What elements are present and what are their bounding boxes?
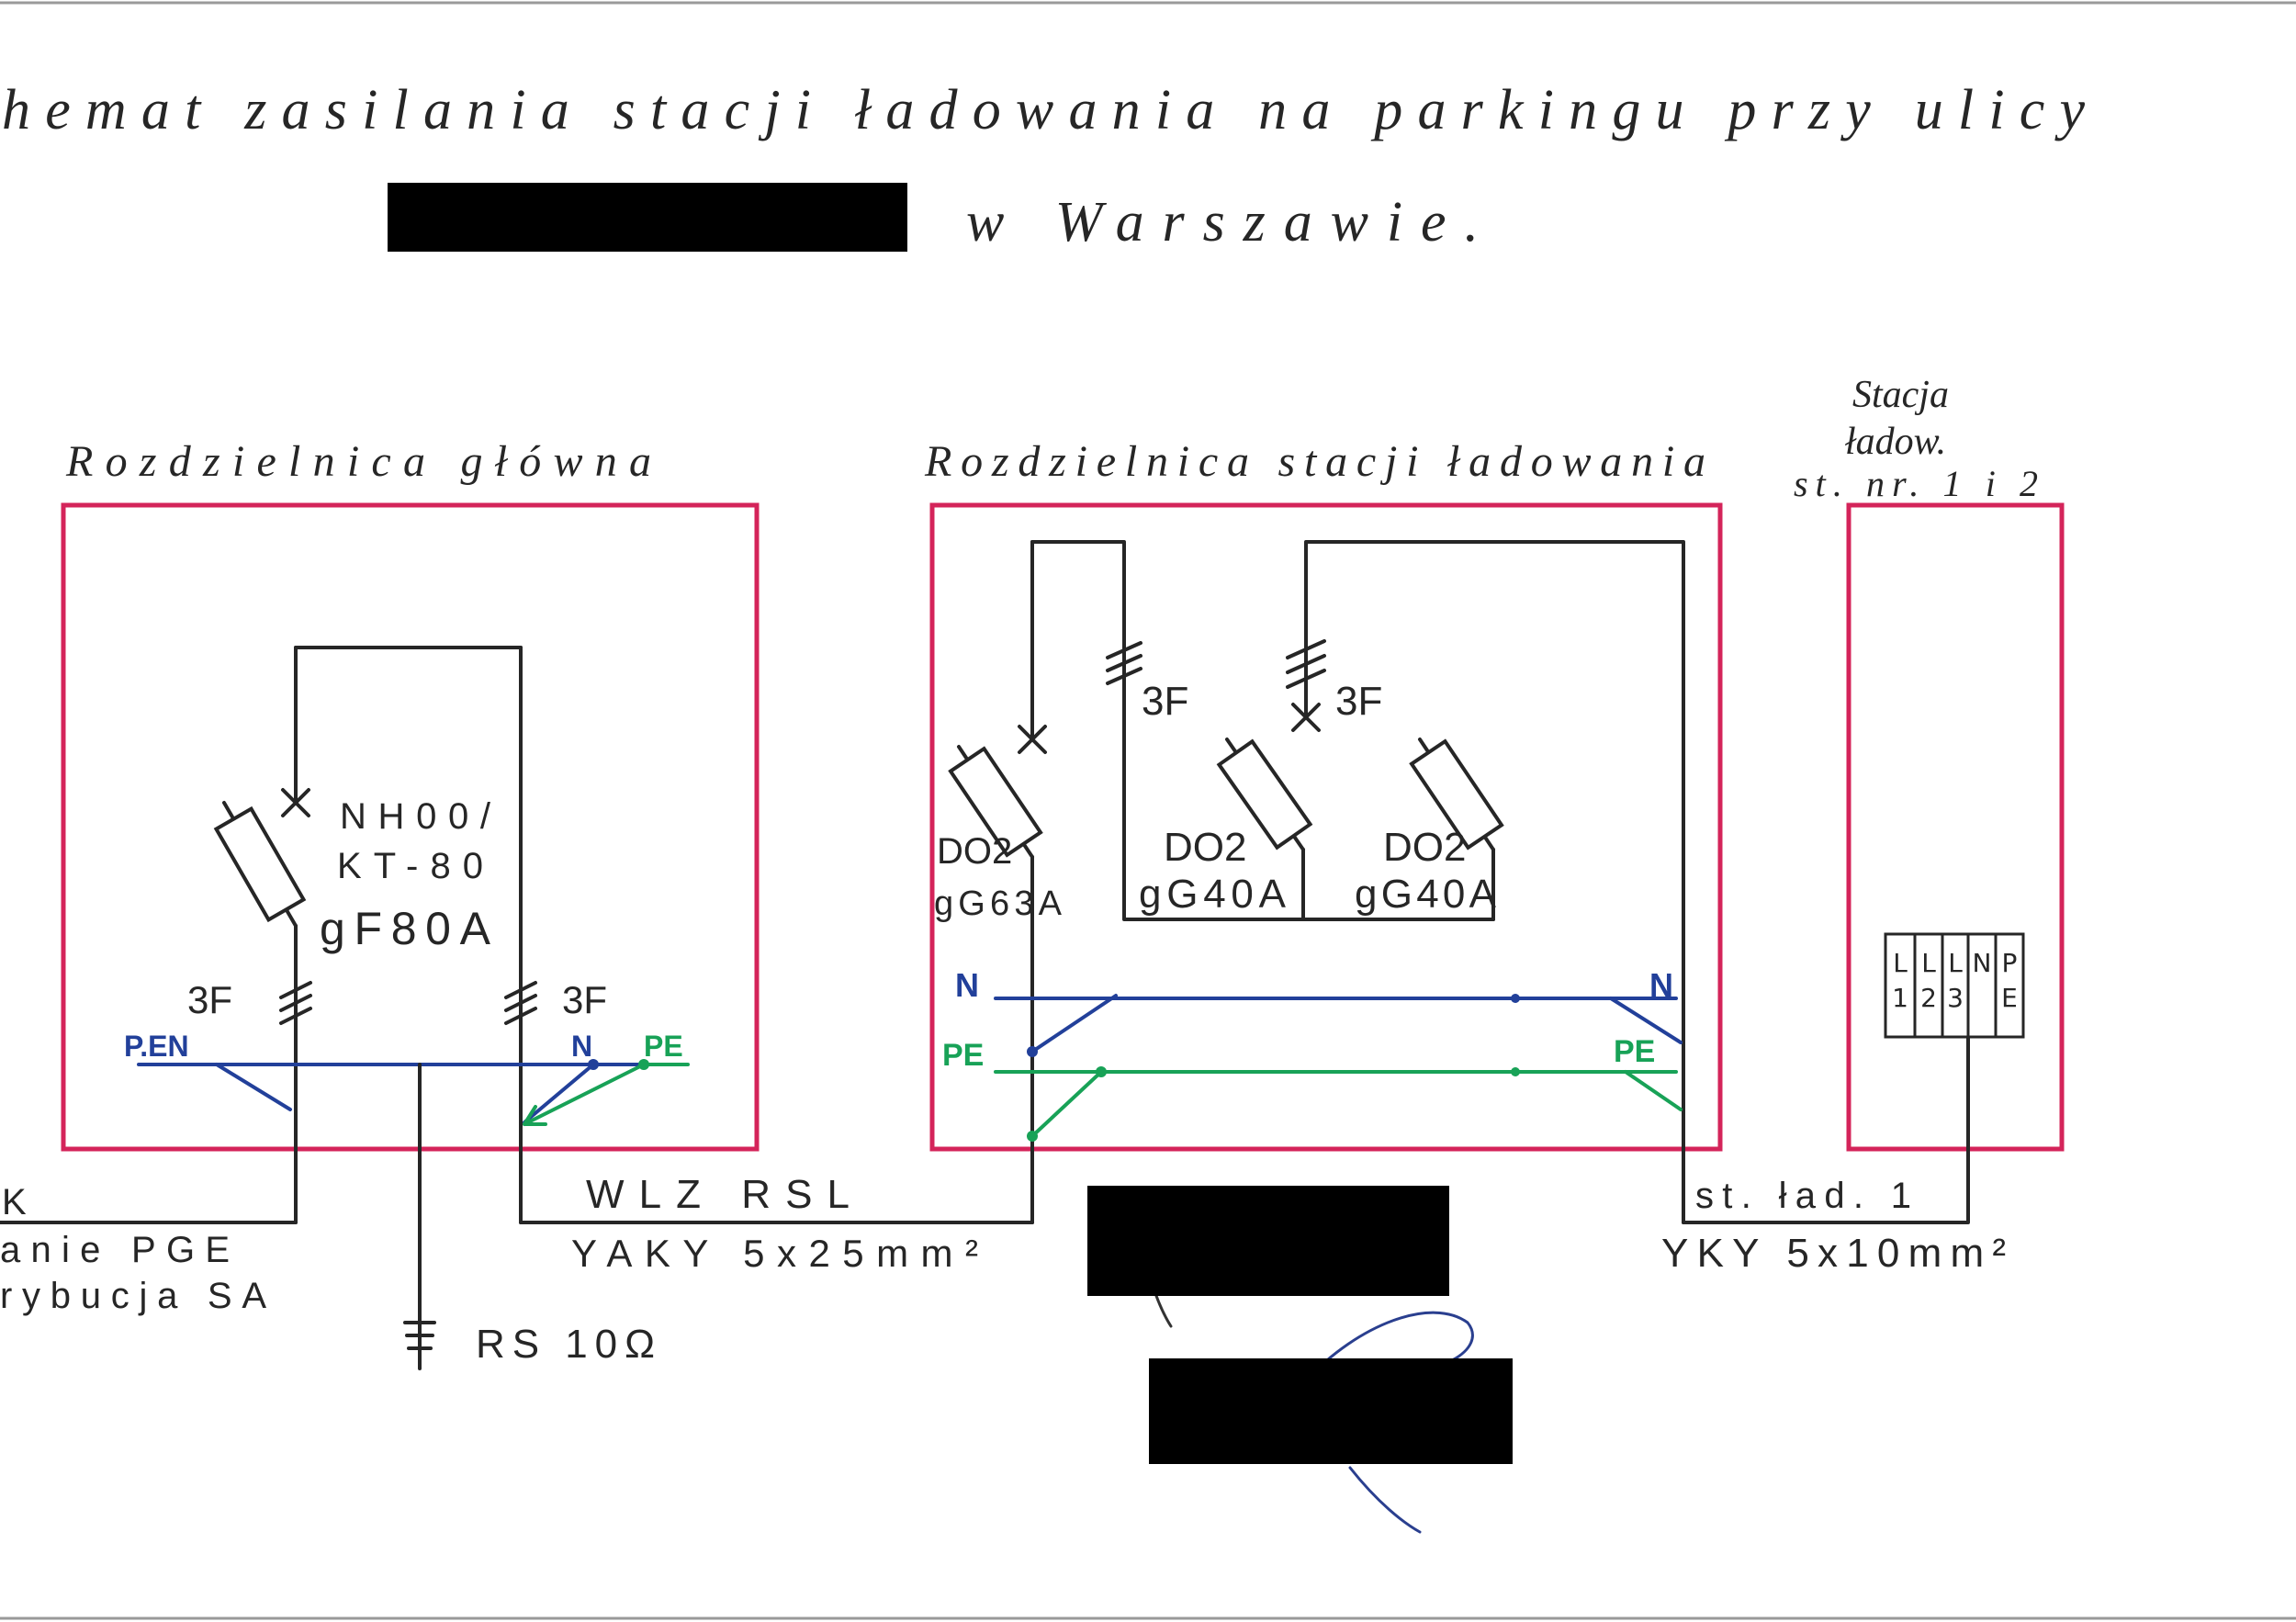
cb-n-bus-label-left: N <box>955 966 979 1004</box>
station-heading-line2: ładow. <box>1845 421 1946 463</box>
charging-board-heading: Rozdzielnica stacji ładowania <box>924 437 1705 486</box>
fuse-d02-outgoing-1 <box>1216 703 1321 921</box>
fuse-switch-contact-x-icon <box>281 788 310 817</box>
cb-phases-b-label: 3F <box>1335 679 1382 724</box>
cb-pe-tap-left-wire <box>1030 1070 1103 1138</box>
cb-pe-junction-dot <box>1027 1131 1038 1142</box>
main-board-wiring <box>0 646 690 1370</box>
fuse-link-icon <box>948 746 1043 858</box>
cb-phase-marks-b-icon <box>1286 639 1326 689</box>
cb-n-tap-right-wire <box>1609 997 1683 1044</box>
terminal-l2-letter: L <box>1921 948 1936 978</box>
signature-scribble <box>1348 1466 1422 1534</box>
main-n-bus-label: N <box>571 1030 592 1063</box>
fuse-link-icon <box>1409 738 1504 850</box>
terminal-n-letter: N <box>1973 948 1992 978</box>
cb-pe-junction-dot <box>1511 1067 1520 1076</box>
fuse-link-icon <box>213 805 307 923</box>
fuse-contact-x-icon <box>1018 725 1047 754</box>
phase-marks-out-icon <box>504 981 537 1025</box>
supply-note-line2: anie PGE <box>0 1230 230 1270</box>
fuse-link-icon <box>1216 738 1313 850</box>
main-board-enclosure <box>61 502 760 1152</box>
terminal-l3-number: 3 <box>1947 983 1964 1013</box>
cb-pe-tap-right-wire <box>1624 1070 1683 1111</box>
cb-pe-junction-dot <box>1096 1066 1107 1077</box>
charging-board-wiring <box>948 540 1685 1224</box>
main-phases-out-label: 3F <box>562 978 607 1021</box>
terminal-l2-number: 2 <box>1920 983 1937 1013</box>
station-supply-cable-wire <box>1682 1035 1970 1224</box>
cb-left-loop-wire <box>1030 540 1495 921</box>
redaction-signature <box>1149 1358 1513 1464</box>
terminal-l3-letter: L <box>1948 948 1963 978</box>
cb-n-bus-label-right: N <box>1649 966 1673 1004</box>
pe-bus-tap-wire <box>523 1063 646 1126</box>
pen-bus-label: P.EN <box>124 1030 189 1063</box>
cb-pe-bus-label-left: PE <box>942 1038 984 1073</box>
main-phases-in-label: 3F <box>187 978 232 1021</box>
station-terminal-block: L 1 L 2 L 3 N P E <box>1884 932 2025 1039</box>
phase-marks-in-icon <box>279 981 312 1025</box>
pe-junction-dot <box>638 1059 649 1070</box>
main-pe-bus-label: PE <box>644 1030 683 1063</box>
cb-phase-marks-a-icon <box>1106 641 1142 685</box>
fuse-1-type-label: DO2 <box>937 831 1012 872</box>
fuse-3-rating-label: gG40A <box>1355 872 1497 917</box>
earthing-resistance-label: RS 10Ω <box>476 1322 655 1367</box>
main-fuse-type-line1: NH00/ <box>340 796 491 837</box>
cb-n-junction-dot <box>1511 994 1520 1003</box>
charging-station-enclosure <box>1846 502 2065 1152</box>
fuse-1-rating-label: gG63A <box>934 884 1063 923</box>
terminal-pe-letter-bottom: E <box>2001 983 2018 1013</box>
fuse-2-type-label: DO2 <box>1164 825 1246 870</box>
charging-board-enclosure <box>929 502 1723 1152</box>
fuse-switch-nh00 <box>213 788 310 928</box>
terminal-l1-letter: L <box>1893 948 1908 978</box>
station-cable-label: YKY 5x10mm² <box>1661 1231 2006 1276</box>
main-board-heading: Rozdzielnica główna <box>65 437 651 486</box>
station-heading-line1: Stacja <box>1852 374 1949 416</box>
terminal-pe-letter-top: P <box>2002 948 2018 978</box>
fuse-d02-outgoing-2 <box>1409 738 1504 921</box>
redaction-street-name <box>388 183 907 252</box>
cb-phases-a-label: 3F <box>1142 679 1188 724</box>
n-junction-dot <box>588 1059 599 1070</box>
fuse-d02-incoming <box>948 725 1047 859</box>
cb-right-loop-wire <box>1304 540 1685 1224</box>
terminal-block-frame <box>1884 932 2025 1039</box>
terminal-dividers <box>1913 932 1998 1039</box>
n-bus-tap-wire <box>523 1063 595 1124</box>
fuse-contact-x-icon <box>1291 703 1321 732</box>
earth-ground-icon <box>403 1321 436 1350</box>
station-circuit-label: st. ład. 1 <box>1695 1176 1911 1216</box>
supply-note-line1: K <box>2 1182 27 1222</box>
cb-pe-bus-label-right: PE <box>1614 1034 1655 1069</box>
terminal-l1-number: 1 <box>1892 983 1908 1013</box>
cb-n-tap-left-wire <box>1030 994 1118 1053</box>
redaction-stamp <box>1087 1186 1449 1296</box>
pen-bus-tap-wire <box>215 1063 292 1111</box>
cb-n-junction-dot <box>1027 1046 1038 1057</box>
fuse-2-rating-label: gG40A <box>1139 872 1287 917</box>
fuse-3-type-label: DO2 <box>1383 825 1466 870</box>
